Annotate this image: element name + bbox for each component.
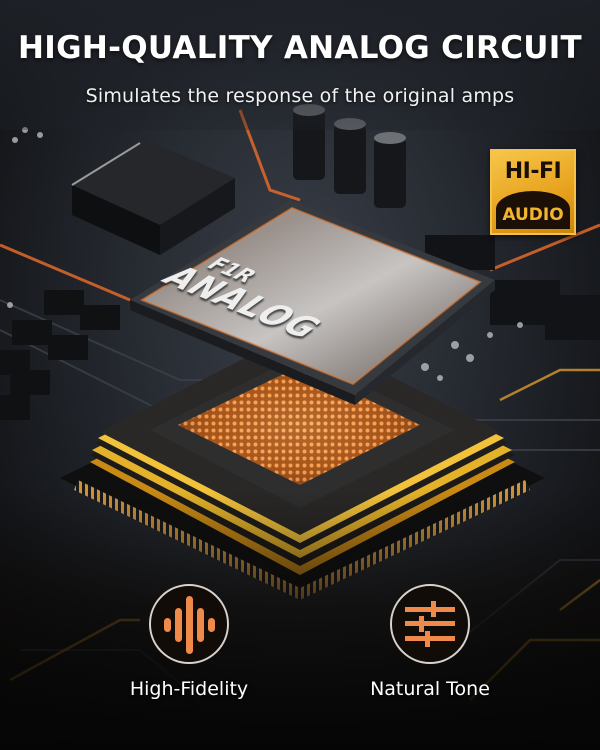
feature-icon-circle <box>390 584 470 664</box>
page-title: HIGH-QUALITY ANALOG CIRCUIT <box>18 30 582 66</box>
badge-top-text: HI-FI <box>504 159 562 184</box>
sound-wave-icon <box>164 596 215 654</box>
feature-natural-tone: Natural Tone <box>350 584 510 700</box>
top-shade <box>0 0 600 130</box>
feature-label: High-Fidelity <box>129 678 249 700</box>
feature-label: Natural Tone <box>370 678 490 700</box>
badge-bottom-text: AUDIO <box>502 205 564 225</box>
bottom-shade <box>0 490 600 750</box>
badge-lower-panel <box>496 191 570 229</box>
page-subtitle: Simulates the response of the original a… <box>85 85 515 107</box>
feature-high-fidelity: High-Fidelity <box>109 584 269 700</box>
equalizer-sliders-icon <box>405 601 455 647</box>
hifi-audio-badge: HI-FI AUDIO <box>490 149 576 235</box>
feature-icon-circle <box>149 584 229 664</box>
